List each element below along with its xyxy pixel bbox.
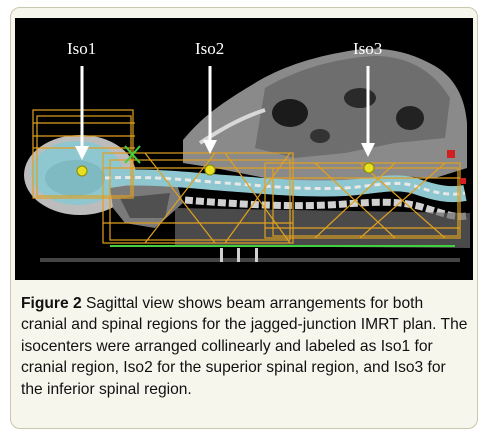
caption-text: Sagittal view shows beam arrangements fo… (21, 295, 468, 398)
iso2-label: Iso2 (195, 39, 224, 58)
iso3-label: Iso3 (353, 39, 382, 58)
iso1-label: Iso1 (67, 39, 96, 58)
caption-label: Figure 2 (21, 295, 82, 312)
figure-caption: Figure 2 Sagittal view shows beam arrang… (21, 293, 469, 400)
ct-sagittal-image: Iso1 Iso2 Iso3 (15, 18, 473, 280)
